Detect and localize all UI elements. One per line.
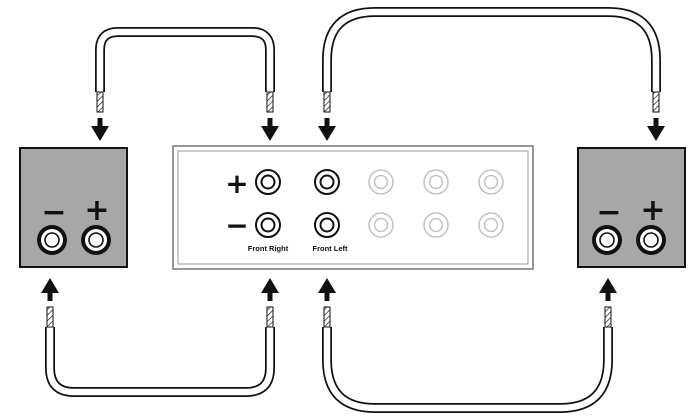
front-left-minus-terminal[interactable]	[314, 212, 340, 238]
unused-terminal	[478, 212, 504, 238]
speaker-left-body	[19, 147, 128, 268]
wire-right-bottom	[322, 306, 613, 413]
front-left-plus-terminal[interactable]	[314, 169, 340, 195]
unused-terminal	[368, 212, 394, 238]
wire-right-top	[322, 7, 661, 113]
arrow-up-icon	[318, 278, 336, 301]
arrow-down-icon	[91, 118, 109, 141]
speaker-right-minus-terminal	[592, 225, 622, 255]
speaker-left-plus-sign: +	[84, 193, 109, 228]
arrow-down-icon	[647, 118, 665, 141]
front-right-plus-terminal[interactable]	[255, 169, 281, 195]
unused-terminal	[423, 169, 449, 195]
front-left-label: Front Left	[313, 244, 348, 253]
panel-minus-sign: −	[225, 209, 248, 242]
wire-left-top	[95, 27, 275, 113]
speaker-right-plus-sign: +	[640, 193, 665, 228]
wire-left-bottom	[45, 306, 275, 397]
panel-plus-sign: +	[225, 167, 248, 200]
speaker-left-minus-terminal	[37, 225, 67, 255]
speaker-left-plus-terminal	[81, 225, 111, 255]
front-right-label: Front Right	[248, 244, 289, 253]
arrow-down-icon	[318, 118, 336, 141]
speaker-left: − +	[19, 147, 128, 268]
speaker-right-plus-terminal	[636, 225, 666, 255]
arrow-up-icon	[41, 278, 59, 301]
unused-terminal	[423, 212, 449, 238]
unused-terminal	[478, 169, 504, 195]
speaker-left-minus-sign: −	[41, 195, 66, 230]
arrows	[41, 118, 665, 301]
front-right-minus-terminal[interactable]	[255, 212, 281, 238]
arrow-up-icon	[261, 278, 279, 301]
unused-terminal	[368, 169, 394, 195]
speaker-right-minus-sign: −	[596, 195, 621, 230]
speaker-right-body	[577, 147, 686, 268]
speaker-right: − +	[577, 147, 686, 268]
arrow-down-icon	[261, 118, 279, 141]
receiver-terminal-panel: + − Front Right Front Left	[172, 145, 534, 270]
arrow-up-icon	[599, 278, 617, 301]
